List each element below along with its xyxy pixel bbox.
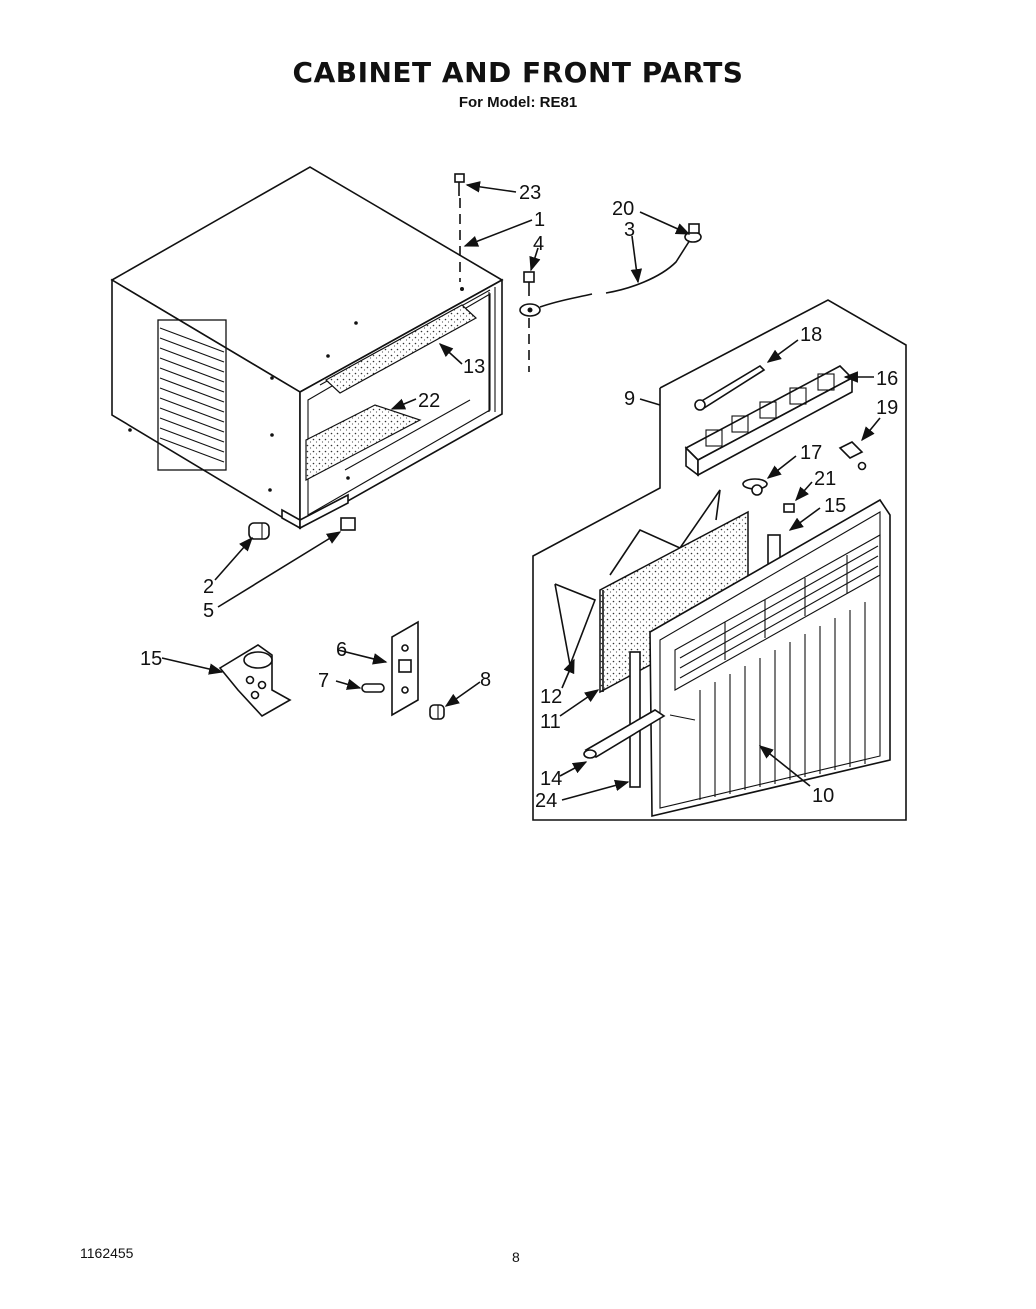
plate-part-6 (391, 620, 419, 717)
callout-21: 21 (814, 468, 836, 490)
louver-assembly-part-16 (684, 365, 854, 477)
callout-15-right: 15 (824, 495, 846, 517)
callout-11: 11 (540, 711, 561, 733)
nut-part-5 (340, 517, 356, 531)
page-title: CABINET AND FRONT PARTS (292, 56, 744, 89)
callout-13: 13 (463, 356, 485, 378)
callout-9: 9 (624, 388, 635, 410)
callout-8: 8 (480, 669, 491, 691)
grille-slats (699, 602, 866, 800)
wingnut-part-17 (742, 478, 768, 496)
callout-10: 10 (812, 785, 834, 807)
callout-5: 5 (203, 600, 214, 622)
callout-12: 12 (540, 686, 562, 708)
cabinet-louvers (157, 319, 227, 471)
front-assembly-outline (532, 299, 907, 821)
knob-part-8 (429, 704, 445, 720)
leader-lines (161, 181, 881, 801)
rod-part-14 (583, 709, 666, 759)
pin-part-7 (361, 683, 385, 693)
callout-3: 3 (624, 219, 635, 241)
grille-top-vents (674, 534, 881, 691)
callout-23: 23 (519, 182, 541, 204)
page-number: 8 (512, 1249, 520, 1265)
knob-part-2 (248, 522, 270, 540)
screw-part-4 (523, 271, 535, 372)
rod-part-18 (694, 364, 766, 411)
callout-4: 4 (533, 233, 544, 255)
bracket-part-15 (218, 644, 292, 718)
callout-16: 16 (876, 368, 898, 390)
front-grille-part-10 (649, 498, 891, 818)
callout-labels: 23 1 4 20 3 13 22 2 5 15 6 7 8 9 18 16 1… (140, 182, 898, 812)
clip-part-19 (838, 441, 867, 471)
screw-part-20 (688, 223, 700, 234)
model-subtitle: For Model: RE81 (458, 94, 578, 111)
clip-part-21 (783, 503, 795, 513)
callout-7: 7 (318, 670, 329, 692)
callout-1: 1 (534, 209, 545, 231)
callout-22: 22 (418, 390, 440, 412)
document-part-number: 1162455 (80, 1245, 134, 1261)
callout-18: 18 (800, 324, 822, 346)
callout-6: 6 (336, 639, 347, 661)
ground-wire-part-3 (519, 231, 702, 317)
callout-19: 19 (876, 397, 898, 419)
callout-17: 17 (800, 442, 822, 464)
callout-20: 20 (612, 198, 634, 220)
callout-15-left: 15 (140, 648, 162, 670)
callout-14: 14 (540, 768, 562, 790)
callout-2: 2 (203, 576, 214, 598)
screw-part-23 (454, 173, 465, 282)
callout-24: 24 (535, 790, 557, 812)
